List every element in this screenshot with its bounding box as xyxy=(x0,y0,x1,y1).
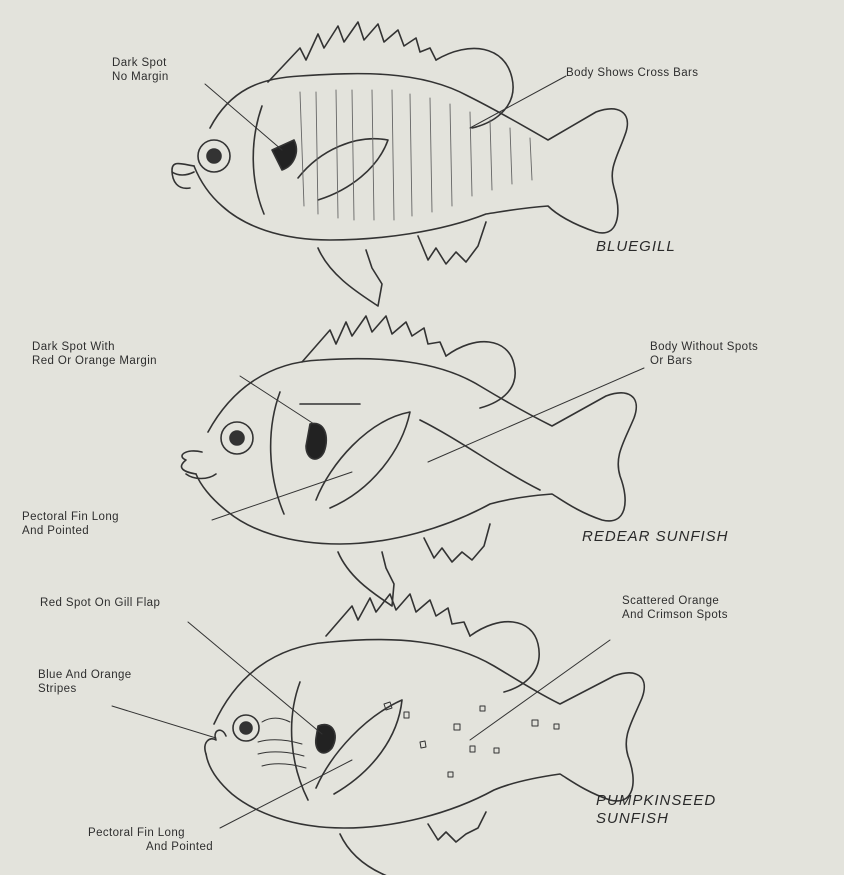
species-name-pumpkinseed-sunfish: PUMPKINSEED SUNFISH xyxy=(596,792,716,828)
bluegill-fish xyxy=(172,22,627,306)
label-dark-spot-no-margin: Dark Spot No Margin xyxy=(112,56,169,84)
bluegill-soft-dorsal xyxy=(436,48,513,128)
label-red-spot-on-gill-flap: Red Spot On Gill Flap xyxy=(40,596,160,610)
pumpkinseed-spiny-dorsal xyxy=(326,594,470,636)
pumpkinseed-soft-dorsal xyxy=(470,622,539,692)
label-dark-spot-red-orange-margin: Dark Spot With Red Or Orange Margin xyxy=(32,340,157,368)
label-body-without-spots: Body Without Spots Or Bars xyxy=(650,340,758,368)
species-name-redear-sunfish: REDEAR SUNFISH xyxy=(582,528,729,546)
redear-spiny-dorsal xyxy=(302,316,446,362)
pumpkinseed-body xyxy=(206,640,644,828)
label-pectoral-fin-long-pumpkinseed: Pectoral Fin Long And Pointed xyxy=(88,826,213,854)
redear-dark-spot xyxy=(306,423,326,459)
pumpkinseed-red-spot xyxy=(316,725,335,753)
label-pectoral-fin-long-redear: Pectoral Fin Long And Pointed xyxy=(22,510,119,538)
redear-fish xyxy=(181,316,644,606)
species-name-bluegill: BLUEGILL xyxy=(596,238,676,256)
redear-body xyxy=(196,359,636,544)
label-blue-orange-stripes: Blue And Orange Stripes xyxy=(38,668,132,696)
label-scattered-orange-crimson-spots: Scattered Orange And Crimson Spots xyxy=(622,594,728,622)
label-body-shows-cross-bars: Body Shows Cross Bars xyxy=(566,66,698,80)
